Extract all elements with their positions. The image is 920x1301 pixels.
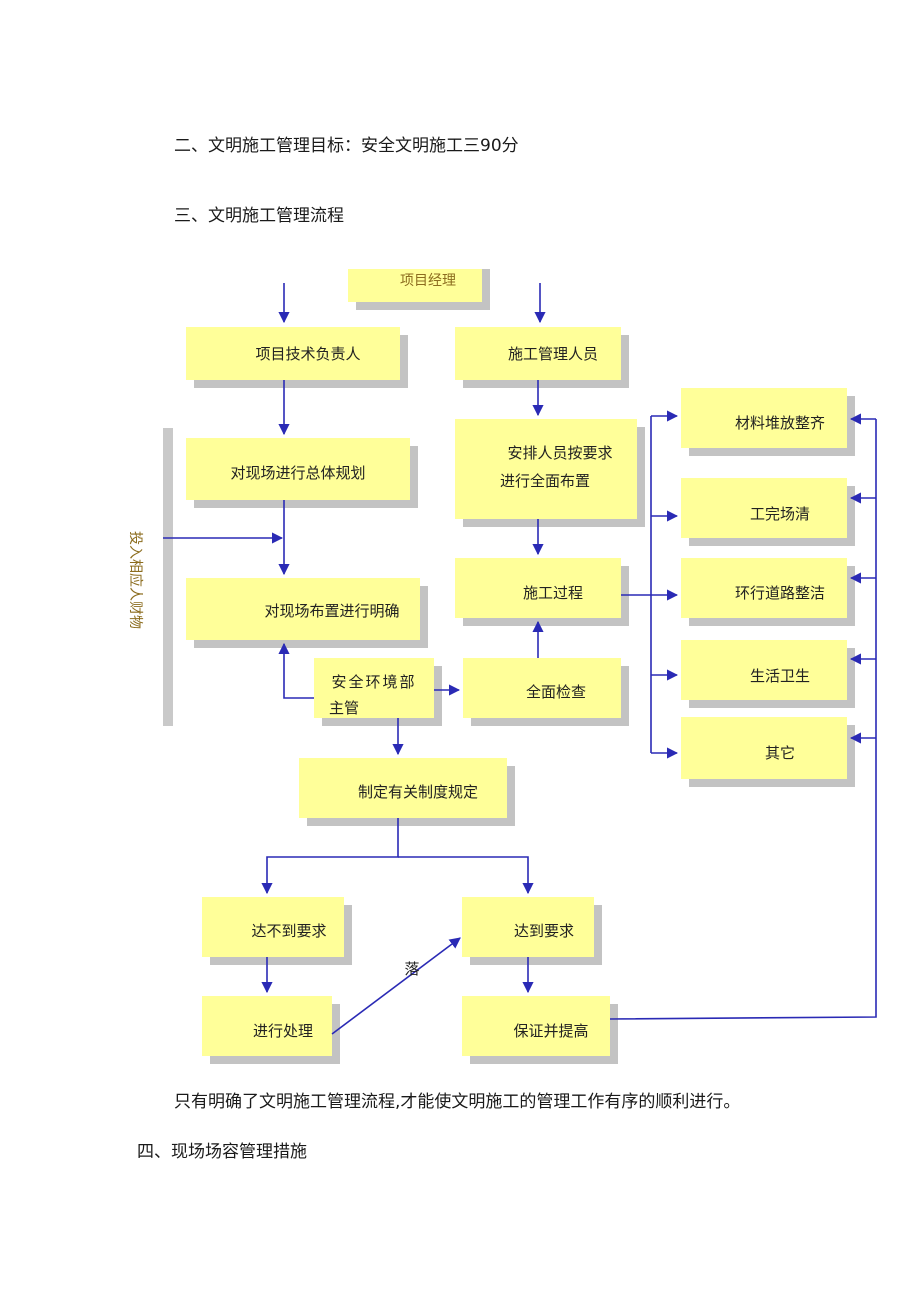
svg-text:进行全面布置: 进行全面布置 <box>500 472 590 490</box>
svg-text:施工过程: 施工过程 <box>523 584 583 602</box>
svg-text:对现场进行总体规划: 对现场进行总体规划 <box>230 464 365 482</box>
side-label: 投入相应人财物 <box>127 531 144 629</box>
box-safety-env: 安全环境部 主管 <box>314 658 442 726</box>
svg-text:工完场清: 工完场清 <box>750 505 810 523</box>
connector-rules-met <box>398 856 534 895</box>
svg-text:其它: 其它 <box>765 744 795 762</box>
svg-text:安全环境部: 安全环境部 <box>331 673 416 691</box>
measures-heading: 四、现场场容管理措施 <box>137 1142 307 1162</box>
arrow-handle-to-met <box>331 937 461 1035</box>
box-full-inspection: 全面检查 <box>463 658 629 726</box>
arrow-safety-to-clarify <box>278 642 314 699</box>
connector-feedback <box>609 419 877 1020</box>
svg-text:项目经理: 项目经理 <box>400 273 456 289</box>
svg-text:生活卫生: 生活卫生 <box>750 667 810 685</box>
svg-text:主管: 主管 <box>329 699 359 717</box>
box-set-rules: 制定有关制度规定 <box>299 758 515 826</box>
edge-label: 落 <box>404 960 419 978</box>
svg-text:对现场布置进行明确: 对现场布置进行明确 <box>264 602 399 620</box>
svg-text:进行处理: 进行处理 <box>253 1022 313 1040</box>
svg-text:制定有关制度规定: 制定有关制度规定 <box>358 783 478 801</box>
box-ensure-improve: 保证并提高 <box>462 996 618 1064</box>
box-clarify-layout: 对现场布置进行明确 <box>186 578 428 648</box>
svg-text:项目技术负责人: 项目技术负责人 <box>255 345 360 363</box>
box-overall-plan: 对现场进行总体规划 <box>186 438 418 508</box>
box-arrange-staff: 安排人员按要求 进行全面布置 <box>455 419 645 527</box>
side-bar <box>163 428 173 726</box>
svg-text:安排人员按要求: 安排人员按要求 <box>507 444 612 462</box>
connector-rules-split <box>261 818 399 895</box>
box-project-manager: 项目经理 <box>340 250 500 310</box>
box-met: 达到要求 <box>462 897 602 965</box>
box-hygiene: 生活卫生 <box>681 640 855 708</box>
box-other: 其它 <box>681 717 855 787</box>
box-handle: 进行处理 <box>202 996 340 1064</box>
svg-text:施工管理人员: 施工管理人员 <box>508 345 598 363</box>
svg-text:保证并提高: 保证并提高 <box>513 1022 588 1040</box>
svg-text:材料堆放整齐: 材料堆放整齐 <box>735 414 825 432</box>
box-material-stacking: 材料堆放整齐 <box>681 388 855 456</box>
box-tech-lead: 项目技术负责人 <box>186 327 408 388</box>
box-not-met: 达不到要求 <box>202 897 352 965</box>
goal-heading: 二、文明施工管理目标：安全文明施工三90分 <box>174 136 519 156</box>
box-roads-clean: 环行道路整洁 <box>681 558 855 626</box>
box-construction-mgmt: 施工管理人员 <box>455 327 629 388</box>
svg-text:环行道路整洁: 环行道路整洁 <box>735 584 825 602</box>
connectors <box>163 283 877 1035</box>
summary-text: 只有明确了文明施工管理流程,才能使文明施工的管理工作有序的顺利进行。 <box>174 1092 741 1112</box>
svg-text:全面检查: 全面检查 <box>526 683 586 701</box>
svg-text:达到要求: 达到要求 <box>514 922 574 940</box>
box-construction-process: 施工过程 <box>455 558 629 626</box>
flow-heading: 三、文明施工管理流程 <box>174 206 344 226</box>
box-work-done-clear: 工完场清 <box>681 478 855 546</box>
svg-text:达不到要求: 达不到要求 <box>251 922 326 940</box>
